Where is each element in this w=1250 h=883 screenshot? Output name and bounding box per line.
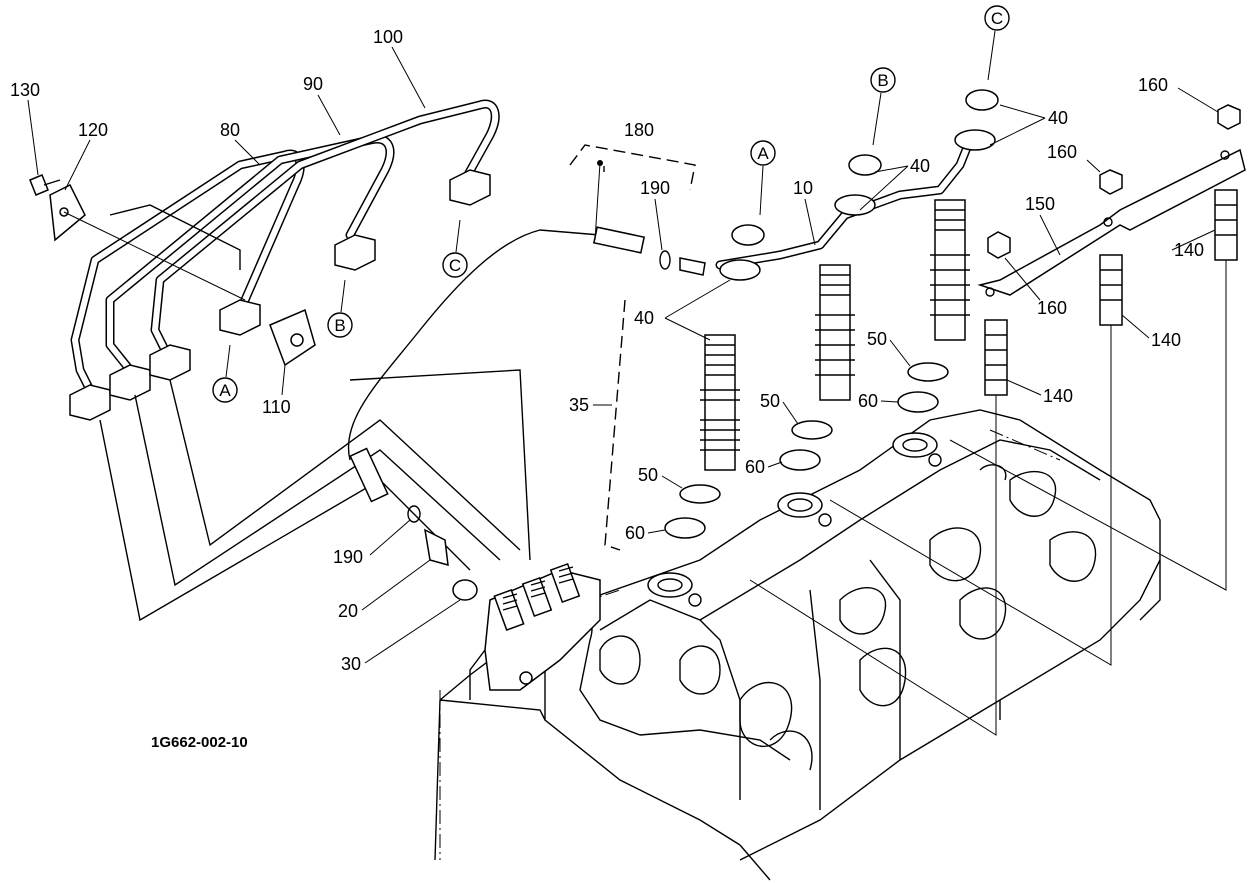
callout-180: 180	[624, 120, 654, 140]
callout-130: 130	[10, 80, 40, 100]
connector-letter: C	[991, 9, 1003, 28]
callout-160-low: 160	[1037, 298, 1067, 318]
callout-20: 20	[338, 601, 358, 621]
callout-40-left: 40	[634, 308, 654, 328]
injection-pump	[469, 562, 601, 700]
connector-letter: C	[449, 256, 461, 275]
callout-90: 90	[303, 74, 323, 94]
glow-plugs-and-lead	[749, 104, 1246, 736]
connector-c-pipe: C	[442, 219, 468, 278]
callout-40-right: 40	[1048, 108, 1068, 128]
connector-a-injector: A	[750, 140, 776, 216]
callout-190-top: 190	[640, 178, 670, 198]
callout-10: 10	[793, 178, 813, 198]
fuel-injectors	[349, 89, 999, 601]
callout-50-mid: 50	[760, 391, 780, 411]
connector-b-pipe: B	[327, 279, 353, 338]
callout-160-mid: 160	[1047, 142, 1077, 162]
callout-120: 120	[78, 120, 108, 140]
callout-160-top: 160	[1138, 75, 1168, 95]
connector-letter: A	[757, 144, 769, 163]
pipe-clamp-assembly	[29, 174, 316, 367]
callout-40-mid: 40	[910, 156, 930, 176]
callout-60-left: 60	[625, 523, 645, 543]
callout-190-bottom: 190	[333, 547, 363, 567]
cylinder-head	[434, 409, 1161, 881]
connector-letter: B	[877, 71, 888, 90]
drawing-number: 1G662-002-10	[151, 734, 248, 751]
connector-letter: A	[219, 381, 231, 400]
callout-50-left: 50	[638, 465, 658, 485]
callout-140-right: 140	[1174, 240, 1204, 260]
connector-b-injector: B	[870, 67, 896, 146]
callout-140-mid: 140	[1151, 330, 1181, 350]
fuel-injection-pipes	[69, 99, 531, 622]
connector-markers: A B C A B C	[212, 5, 1010, 403]
callout-60-right: 60	[858, 391, 878, 411]
connector-a-pipe: A	[212, 344, 238, 403]
callout-100: 100	[373, 27, 403, 47]
callout-labels: 100 90 80 130 120 110 180 190 10 40 40 4…	[10, 27, 1219, 674]
callout-80: 80	[220, 120, 240, 140]
callout-35: 35	[569, 395, 589, 415]
callout-150: 150	[1025, 194, 1055, 214]
callout-60-mid: 60	[745, 457, 765, 477]
callout-110: 110	[262, 397, 291, 417]
callout-50-right: 50	[867, 329, 887, 349]
callout-30: 30	[341, 654, 361, 674]
connector-letter: B	[334, 316, 345, 335]
callout-140-left: 140	[1043, 386, 1073, 406]
connector-c-injector: C	[984, 5, 1010, 81]
dashed-group-brackets	[569, 144, 696, 551]
